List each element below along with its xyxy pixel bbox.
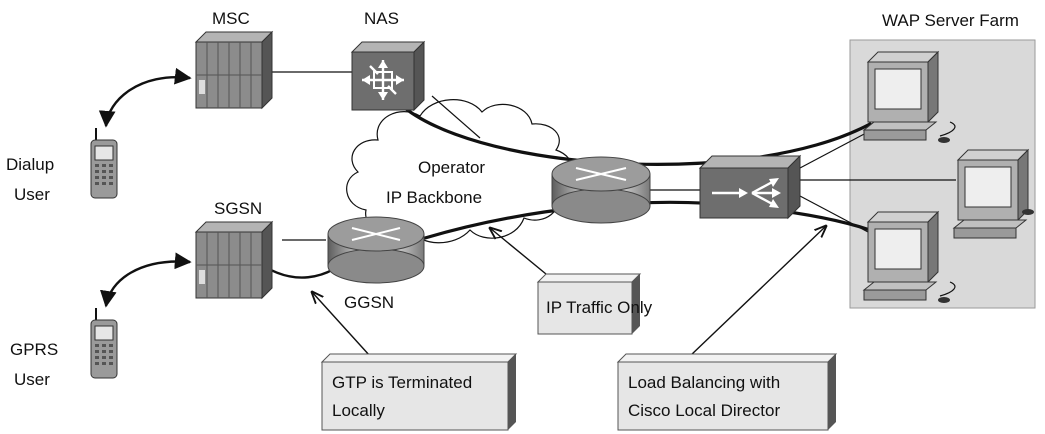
local-director xyxy=(698,154,802,220)
sgsn-label: SGSN xyxy=(214,199,262,218)
callout-lb-line1: Load Balancing with xyxy=(628,373,780,392)
ip-backbone-cloud xyxy=(346,99,574,244)
callout-lb-line2: Cisco Local Director xyxy=(628,401,780,420)
backbone-label-1: Operator xyxy=(418,158,485,177)
sgsn-switch xyxy=(194,220,274,300)
gprs-user-label-2: User xyxy=(14,370,50,389)
wap-server-2 xyxy=(952,148,1034,239)
nas-access-server xyxy=(350,40,426,112)
gprs-user-label-1: GPRS xyxy=(10,340,58,359)
callout-load-balancing: Load Balancing with Cisco Local Director xyxy=(616,353,838,431)
backbone-router xyxy=(551,156,651,224)
ggsn-router xyxy=(327,216,425,284)
callout-gtp-line2: Locally xyxy=(332,401,385,420)
callout-ip-traffic-text: IP Traffic Only xyxy=(546,298,653,317)
wap-server-1 xyxy=(862,50,956,143)
gprs-handset xyxy=(90,308,118,379)
ggsn-label: GGSN xyxy=(344,293,394,312)
dialup-user-label-2: User xyxy=(14,185,50,204)
callout-gtp: GTP is Terminated Locally xyxy=(320,353,518,431)
msc-switch xyxy=(194,30,274,110)
callout-gtp-line1: GTP is Terminated xyxy=(332,373,472,392)
nas-label: NAS xyxy=(364,9,399,28)
msc-label: MSC xyxy=(212,9,250,28)
dialup-handset xyxy=(90,128,118,199)
dialup-user-label-1: Dialup xyxy=(6,155,54,174)
callout-pointers xyxy=(312,226,826,357)
callout-ip-traffic: IP Traffic Only xyxy=(536,273,653,335)
server-farm-label: WAP Server Farm xyxy=(882,11,1019,30)
backbone-label-2: IP Backbone xyxy=(386,188,482,207)
wap-server-3 xyxy=(862,210,956,303)
